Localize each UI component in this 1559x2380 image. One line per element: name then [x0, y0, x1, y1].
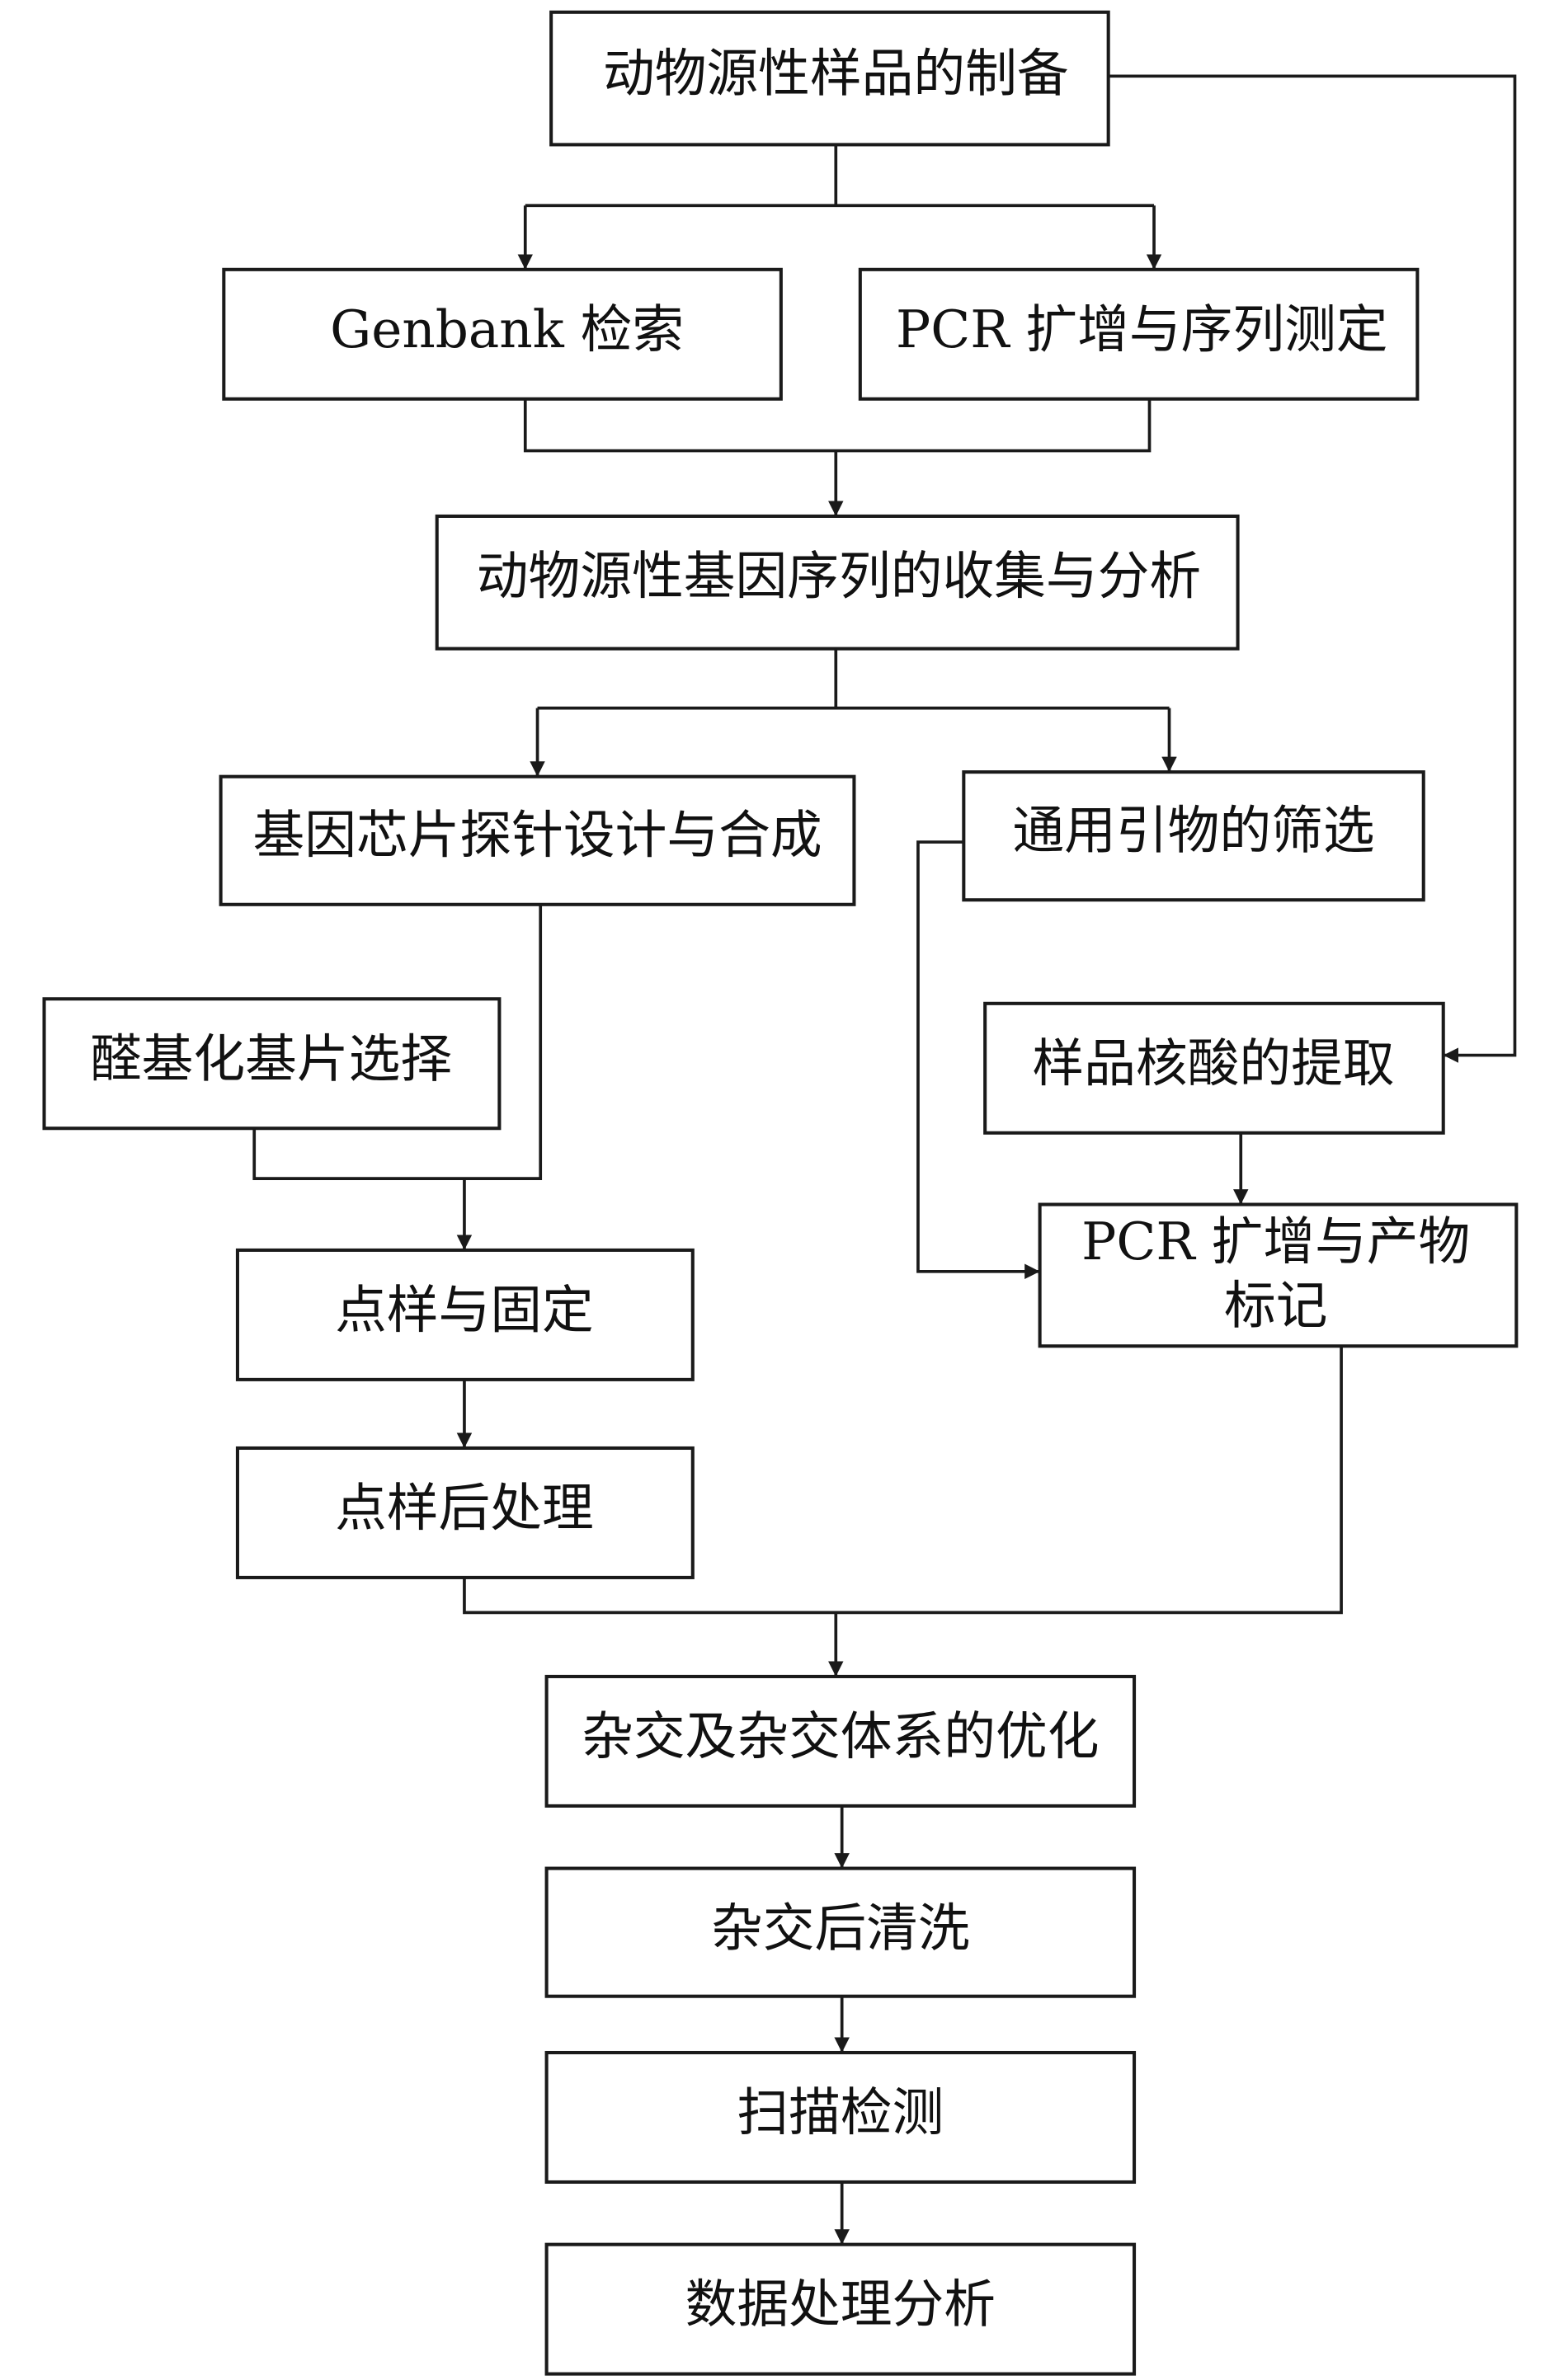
node-wash: 杂交后清洗: [544, 1866, 1137, 1998]
node-collect-analyze: 动物源性基因序列的收集与分析: [435, 514, 1240, 651]
connector-merge-hybrid: [463, 1346, 1343, 1615]
node-substrate: 醛基化基片选择: [42, 997, 502, 1131]
node-label: 杂交及杂交体系的优化: [582, 1706, 1099, 1766]
node-label-line1: PCR 扩增与产物: [1081, 1211, 1470, 1272]
node-scan: 扫描检测: [544, 2050, 1137, 2184]
node-label: 样品核酸的提取: [1032, 1033, 1394, 1094]
node-label: 点样后处理: [335, 1478, 594, 1538]
node-label: Genbank 检索: [330, 299, 684, 360]
node-label: 点样与固定: [335, 1280, 594, 1340]
node-label: 醛基化基片选择: [90, 1028, 452, 1089]
node-label: 动物源性样品的制备: [603, 44, 1069, 104]
connector-probe-substrate: [252, 904, 543, 1180]
node-label-line2: 标记: [1224, 1275, 1327, 1335]
node-label: PCR 扩增与序列测定: [896, 299, 1388, 360]
node-genbank: Genbank 检索: [222, 267, 783, 401]
arrow-prep-to-extraction: [1108, 74, 1517, 1063]
node-pcr-seq: PCR 扩增与序列测定: [858, 267, 1420, 401]
node-sample-prep: 动物源性样品的制备: [549, 10, 1110, 147]
connectors: [252, 74, 1517, 2245]
connector-merge-search: [523, 398, 1152, 453]
node-label: 动物源性基因序列的收集与分析: [477, 546, 1201, 606]
node-spot-fix: 点样与固定: [235, 1248, 695, 1381]
node-label: 数据处理分析: [685, 2274, 996, 2335]
arrow-primer-to-pcr-label: [916, 840, 1040, 1280]
node-label: 基因芯片探针设计与合成: [252, 805, 822, 865]
node-label: 通用引物的筛选: [1012, 800, 1374, 860]
node-pcr-label: PCR 扩增与产物 标记: [1038, 1202, 1519, 1348]
connector-prep-split: [525, 144, 1155, 208]
node-primer-screen: 通用引物的筛选: [962, 770, 1425, 902]
connector-collect-split: [537, 648, 1170, 710]
node-extraction: 样品核酸的提取: [983, 1001, 1445, 1135]
node-post-spot: 点样后处理: [235, 1446, 695, 1579]
node-label: 扫描检测: [737, 2082, 944, 2142]
node-probe-design: 基因芯片探针设计与合成: [219, 774, 856, 906]
node-data-analysis: 数据处理分析: [544, 2242, 1137, 2376]
node-label: 杂交后清洗: [711, 1898, 970, 1959]
node-hybrid-opt: 杂交及杂交体系的优化: [544, 1674, 1137, 1808]
